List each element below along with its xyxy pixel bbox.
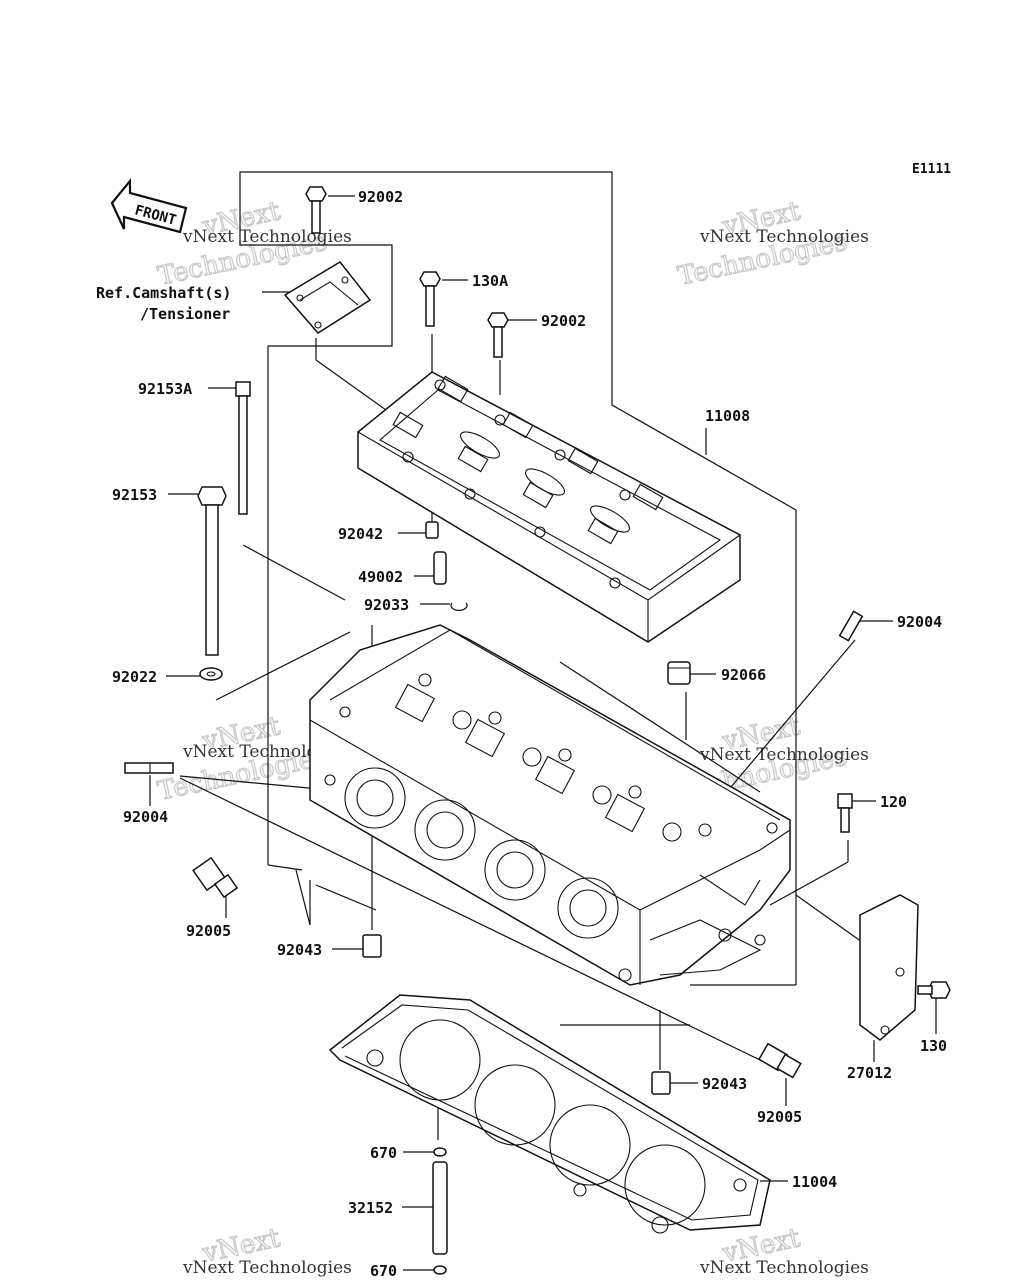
fitting-92005-right (757, 1042, 802, 1079)
cylinder-head (309, 624, 791, 986)
ref-camshaft-label: Ref.Camshaft(s) (96, 284, 231, 302)
part-label-92043-lower: 92043 (702, 1075, 747, 1093)
tensioner-bracket (283, 261, 372, 334)
leader-lines (149, 195, 937, 1271)
svg-text:vNext Technologies: vNext Technologies (699, 1258, 869, 1278)
bracket-27012 (859, 894, 919, 1041)
part-label-92005-right: 92005 (757, 1108, 802, 1126)
bolt-92002-top (305, 186, 327, 234)
svg-text:vNext Technologies: vNext Technologies (182, 227, 352, 247)
part-label-92043-upper: 92043 (277, 941, 322, 959)
svg-text:vNext Technologies: vNext Technologies (699, 227, 869, 247)
part-label-92022: 92022 (112, 668, 157, 686)
head-gasket-11004 (328, 994, 771, 1234)
part-label-120: 120 (880, 793, 907, 811)
watermark-bottom-right: vNext vNext Technologies (699, 1223, 869, 1278)
part-label-92153: 92153 (112, 486, 157, 504)
stud-92004-left (124, 762, 174, 774)
bolt-130A (419, 271, 441, 327)
part-label-49002: 49002 (358, 568, 403, 586)
front-arrow-icon: FRONT (110, 177, 188, 234)
bolt-92153 (197, 486, 227, 656)
part-label-92005-left: 92005 (186, 922, 231, 940)
bolt-120 (837, 793, 853, 833)
stud-92004-right (838, 610, 864, 642)
assembly-frame-lines (179, 171, 863, 1140)
bolt-92153A (235, 381, 251, 515)
part-label-92042: 92042 (338, 525, 383, 543)
part-label-92002-top: 92002 (358, 188, 403, 206)
part-label-130: 130 (920, 1037, 947, 1055)
pipe-32152 (432, 1161, 448, 1255)
part-label-92004-left: 92004 (123, 808, 168, 826)
part-label-92033: 92033 (364, 596, 409, 614)
dowel-92042 (425, 521, 439, 539)
part-label-92004-right: 92004 (897, 613, 942, 631)
part-label-11008: 11008 (705, 407, 750, 425)
washer-92022 (199, 667, 223, 681)
part-label-130A: 130A (472, 272, 508, 290)
part-label-92002-mid: 92002 (541, 312, 586, 330)
part-label-670-lower: 670 (370, 1262, 397, 1280)
part-label-27012: 27012 (847, 1064, 892, 1082)
dowel-92043-lower (651, 1071, 671, 1095)
fitting-92005-left (192, 856, 239, 899)
part-label-670-upper: 670 (370, 1144, 397, 1162)
tappet-49002 (433, 551, 447, 585)
part-label-92066: 92066 (721, 666, 766, 684)
grommet-92066 (667, 661, 691, 685)
part-label-92153A: 92153A (138, 380, 192, 398)
oring-670-lower (433, 1265, 447, 1275)
svg-text:vNext Technologies: vNext Technologies (699, 745, 869, 765)
svg-text:vNext Technologies: vNext Technologies (182, 1258, 352, 1278)
bolt-130 (917, 981, 951, 999)
part-label-11004: 11004 (792, 1173, 837, 1191)
clip-92033 (450, 602, 468, 611)
camshaft-holder-11008 (357, 371, 741, 643)
part-label-32152: 32152 (348, 1199, 393, 1217)
watermark-top-right: Technologies vNext vNext Technologies (675, 196, 869, 293)
ref-tensioner-label: /Tensioner (140, 305, 230, 323)
bolt-92002-mid (487, 312, 509, 358)
figure-code: E1111 (912, 162, 951, 177)
dowel-92043-upper (362, 934, 382, 958)
oring-670-upper (433, 1147, 447, 1157)
watermark-bottom-left: vNext vNext Technologies (182, 1223, 352, 1278)
